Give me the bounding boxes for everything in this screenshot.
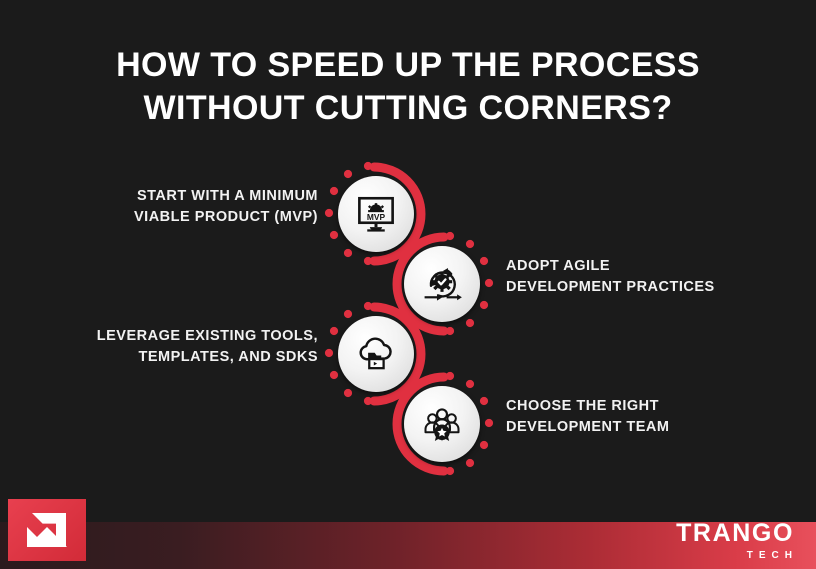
brand-lockup: TRANGO TECH [676, 521, 794, 561]
monitor-mvp-icon: MVP [358, 196, 394, 232]
step-node-4[interactable] [388, 370, 496, 478]
title-line-2: WITHOUT CUTTING CORNERS? [143, 89, 673, 127]
step-label-4-line-2: DEVELOPMENT TEAM [506, 419, 670, 435]
footer-bar: TRANGO TECH [0, 521, 816, 569]
title-line-1: HOW TO SPEED UP THE PROCESS [116, 46, 700, 84]
svg-text:MVP: MVP [367, 212, 386, 222]
steps-list: START WITH A MINIMUM VIABLE PRODUCT (MVP… [0, 160, 816, 490]
step-icon-3 [338, 316, 414, 392]
step-item: CHOOSE THE RIGHT DEVELOPMENT TEAM [0, 370, 816, 476]
step-label-2: ADOPT AGILE DEVELOPMENT PRACTICES [506, 256, 806, 298]
brand-subtitle: TECH [746, 550, 798, 561]
step-label-3-line-1: LEVERAGE EXISTING TOOLS, [96, 328, 318, 344]
step-label-3-line-2: TEMPLATES, AND SDKS [138, 349, 318, 365]
agile-cycle-gear-check-icon [424, 268, 462, 301]
page-title: HOW TO SPEED UP THE PROCESS WITHOUT CUTT… [0, 44, 816, 130]
team-award-badge-icon [424, 408, 460, 442]
logo-badge[interactable] [8, 499, 86, 561]
step-label-1: START WITH A MINIMUM VIABLE PRODUCT (MVP… [40, 186, 318, 228]
step-label-2-line-1: ADOPT AGILE [506, 258, 611, 274]
brand-name: TRANGO [676, 519, 794, 547]
step-icon-4 [404, 386, 480, 462]
trango-arrow-logo-icon [27, 513, 67, 547]
step-label-3: LEVERAGE EXISTING TOOLS, TEMPLATES, AND … [40, 326, 318, 368]
step-label-1-line-2: VIABLE PRODUCT (MVP) [134, 209, 318, 225]
step-label-4: CHOOSE THE RIGHT DEVELOPMENT TEAM [506, 396, 806, 438]
step-label-4-line-1: CHOOSE THE RIGHT [506, 398, 660, 414]
step-label-2-line-2: DEVELOPMENT PRACTICES [506, 279, 715, 295]
step-label-1-line-1: START WITH A MINIMUM [136, 188, 318, 204]
cloud-folder-terminal-icon [359, 337, 392, 370]
